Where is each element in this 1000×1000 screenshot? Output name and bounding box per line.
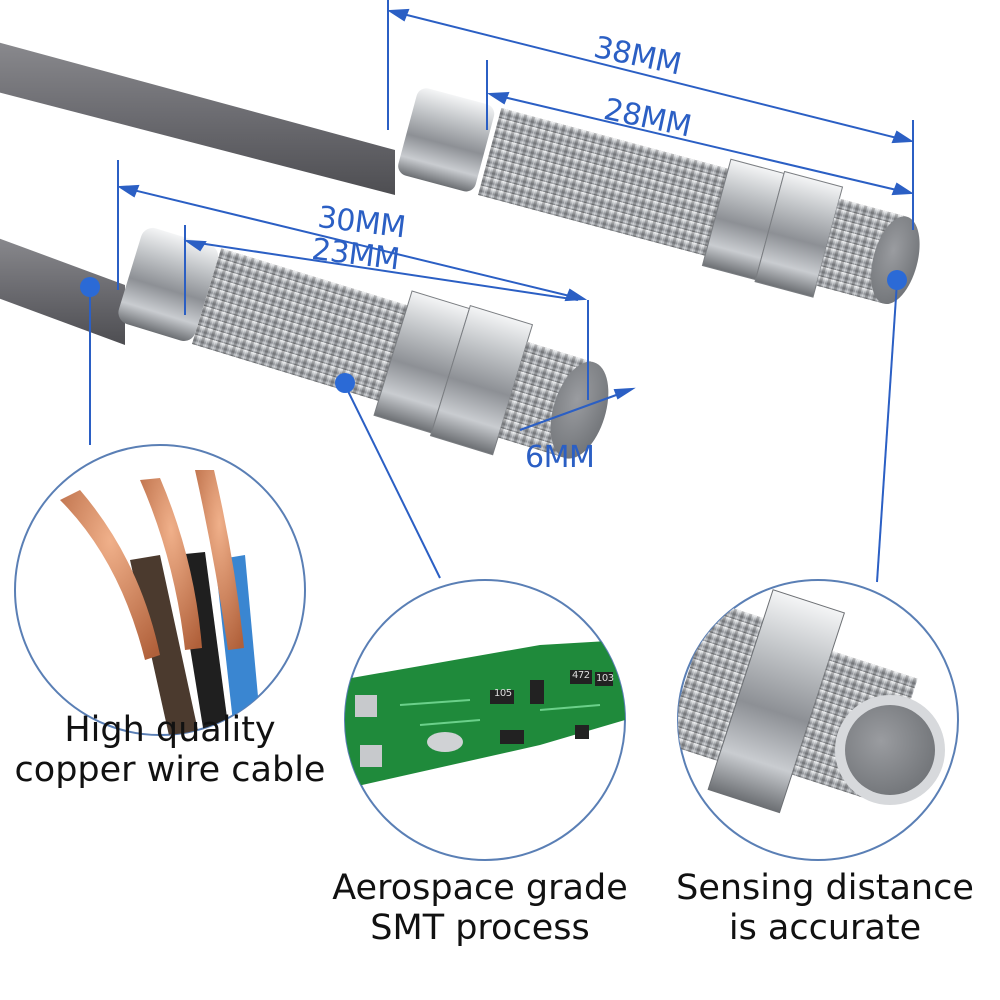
small-sensor (0, 227, 609, 459)
dimension-label-6mm: 6MM (525, 440, 595, 475)
caption-copper-wire-line1: High quality (64, 710, 276, 750)
small-sensor-cable (0, 238, 125, 345)
large-sensor-cable (0, 42, 395, 195)
face-marker-dot (887, 270, 907, 290)
caption-sensing-distance-line2: is accurate (728, 908, 922, 948)
thread-marker-dot (335, 373, 355, 393)
cable-marker-dot (80, 277, 100, 297)
large-sensor (0, 42, 920, 305)
pcb-marking-3: 103 (596, 673, 614, 684)
caption-smt-process: Aerospace grade SMT process (320, 868, 640, 948)
caption-smt-process-line2: SMT process (370, 908, 590, 948)
dimension-lines (89, 0, 915, 583)
caption-copper-wire-line2: copper wire cable (14, 750, 326, 790)
pcb-icon (344, 579, 626, 861)
caption-copper-wire: High quality copper wire cable (0, 710, 340, 790)
nut-icon (677, 579, 959, 861)
caption-sensing-distance: Sensing distance is accurate (660, 868, 990, 948)
pcb-marking-2: 472 (572, 670, 590, 681)
caption-sensing-distance-line1: Sensing distance (676, 868, 974, 908)
cable-icon (14, 444, 306, 736)
pcb-marking-1: 105 (494, 688, 512, 699)
caption-smt-process-line1: Aerospace grade (332, 868, 628, 908)
